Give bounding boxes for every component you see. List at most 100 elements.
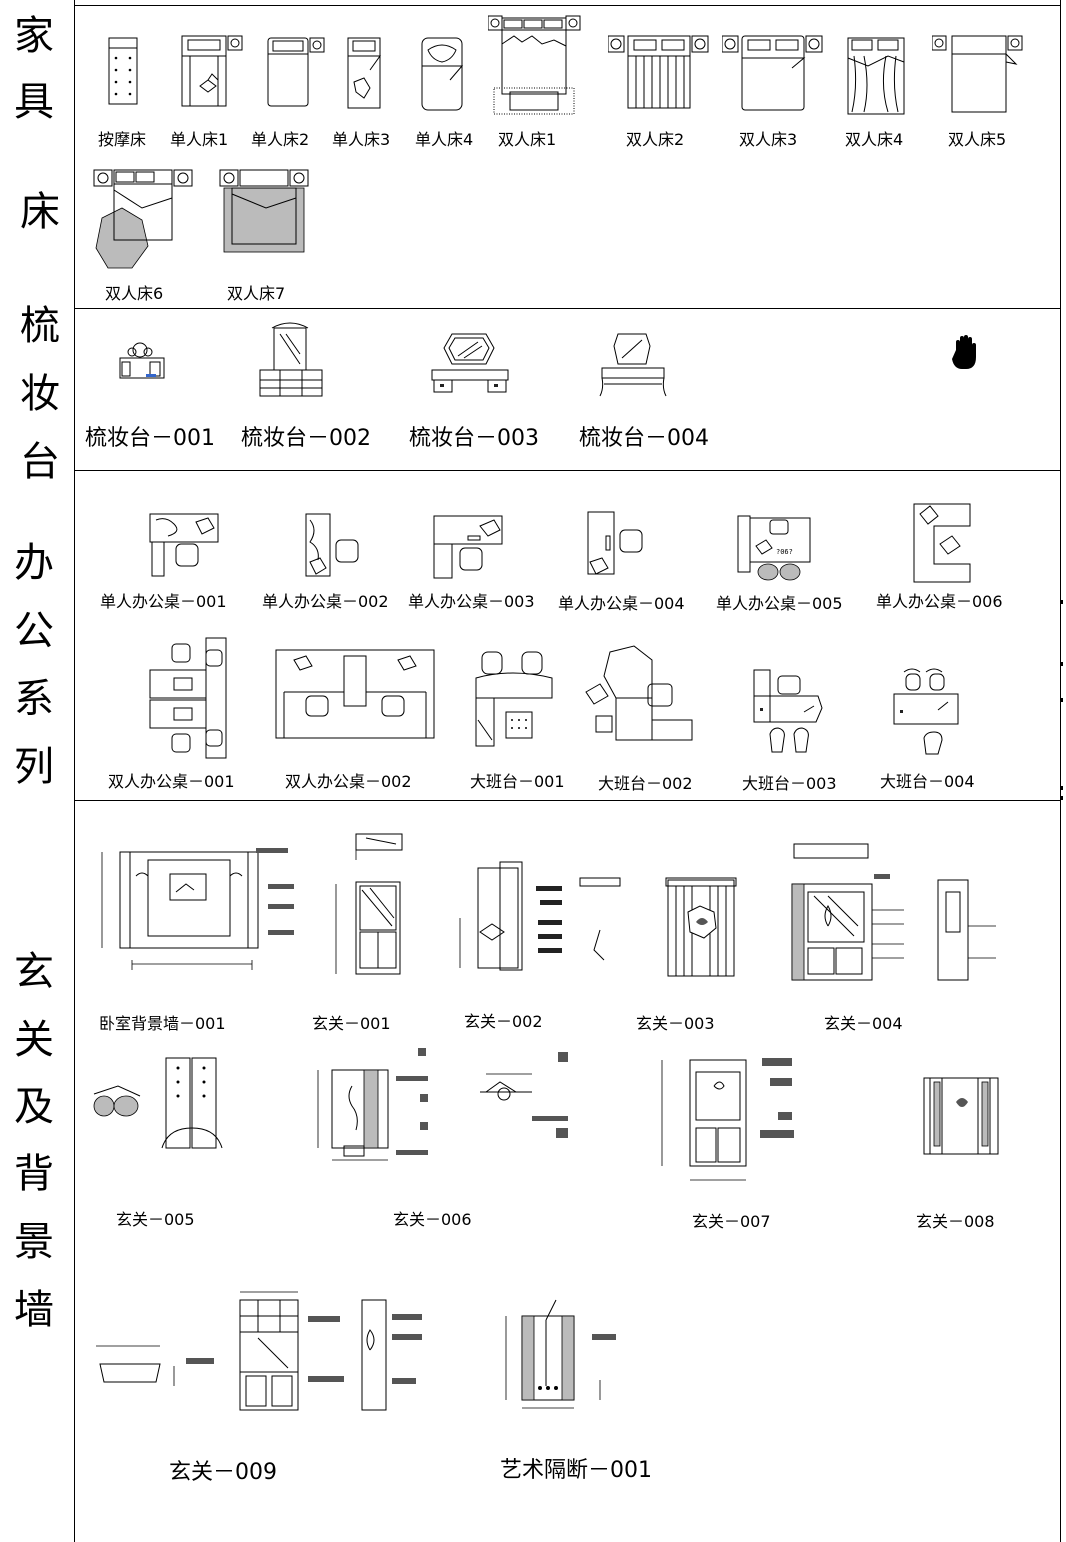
double-bed-7-drawing [219, 169, 309, 253]
dresser-label: 梳妆台－001 [85, 426, 215, 451]
entrance-label: 玄关－006 [393, 1210, 472, 1229]
sidebar-char: 妆 [20, 371, 60, 417]
office-label: 单人办公桌－006 [876, 592, 1003, 611]
dresser-004-drawing [599, 333, 667, 397]
entrance-001-drawing [335, 833, 403, 975]
divider-dressers-office [74, 470, 1061, 471]
dresser-002-drawing [259, 322, 323, 397]
entrance-label: 玄关－007 [692, 1212, 771, 1231]
top-border [74, 5, 1061, 6]
entrance-009-drawing [96, 1291, 422, 1411]
entrance-007-drawing [661, 1058, 794, 1181]
single-desk-005-drawing: ?06? [737, 515, 811, 581]
office-label: 单人办公桌－003 [408, 592, 535, 611]
sidebar-char: 景 [14, 1219, 54, 1265]
bed-label: 单人床4 [415, 130, 474, 149]
single-bed-1-drawing [181, 35, 243, 107]
entrance-label: 玄关－009 [169, 1460, 277, 1485]
double-bed-6-drawing [93, 169, 193, 269]
entrance-002-drawing [459, 861, 621, 971]
double-bed-3-drawing [722, 35, 823, 111]
entrance-005-drawing [93, 1057, 223, 1149]
sidebar-char: 列 [14, 744, 54, 790]
entrance-004-drawing [791, 843, 996, 981]
sidebar-char: 梳 [20, 303, 60, 349]
entrance-007-plan-drawing [480, 1052, 568, 1138]
sidebar-char: 玄 [14, 949, 54, 995]
dresser-003-drawing [431, 333, 509, 393]
entrance-label: 玄关－005 [116, 1210, 195, 1229]
right-border [1060, 0, 1061, 1542]
office-label: 大班台－004 [880, 772, 975, 791]
sidebar-char: 墙 [14, 1287, 54, 1333]
sidebar-char: 系 [14, 676, 54, 722]
sidebar-char: 办 [14, 540, 54, 586]
single-desk-003-drawing [433, 515, 503, 579]
category-sidebar: 家 具 床 梳 妆 台 办 公 系 列 玄 关 及 背 景 墙 [0, 0, 74, 1542]
entrance-label: 卧室背景墙－001 [99, 1014, 226, 1033]
office-label: 大班台－002 [598, 774, 693, 793]
bed-label: 按摩床 [98, 130, 147, 149]
bedroom-wall-001-drawing [101, 848, 294, 970]
sidebar-char: 公 [14, 608, 54, 654]
single-desk-004-drawing [587, 511, 643, 575]
office-label: 大班台－001 [470, 772, 565, 791]
bed-label: 单人床3 [332, 130, 391, 149]
dresser-label: 梳妆台－004 [579, 426, 709, 451]
bed-label: 双人床5 [948, 130, 1007, 149]
double-desk-001-drawing [149, 637, 227, 759]
bed-label: 双人床1 [498, 130, 557, 149]
single-desk-006-drawing [913, 503, 971, 583]
sidebar-char: 台 [20, 439, 60, 485]
office-label: 双人办公桌－001 [108, 772, 235, 791]
sidebar-char: 及 [14, 1084, 54, 1130]
entrance-003-drawing [665, 877, 737, 977]
double-bed-4-drawing [847, 37, 905, 115]
office-label: 单人办公桌－004 [558, 594, 685, 613]
double-desk-002-drawing [275, 649, 435, 739]
double-bed-2-drawing [608, 35, 709, 109]
single-bed-3-drawing [347, 37, 381, 109]
single-bed-4-drawing [421, 37, 464, 111]
bed-label: 双人床6 [105, 284, 164, 303]
bed-label: 单人床2 [251, 130, 310, 149]
executive-desk-004-drawing [893, 668, 959, 755]
art-partition-001-drawing [505, 1299, 616, 1409]
divider-beds-dressers [74, 308, 1061, 309]
entrance-label: 玄关－003 [636, 1014, 715, 1033]
double-bed-5-drawing [932, 35, 1023, 113]
executive-desk-002-drawing [585, 645, 693, 741]
single-desk-002-drawing [305, 513, 359, 577]
entrance-008-drawing [923, 1077, 999, 1155]
sidebar-char: 具 [14, 79, 54, 125]
sidebar-char: 背 [14, 1151, 54, 1197]
office-label: 单人办公桌－001 [100, 592, 227, 611]
bed-label: 双人床2 [626, 130, 685, 149]
hand-cursor-icon [952, 335, 976, 369]
dresser-label: 梳妆台－003 [409, 426, 539, 451]
divider-office-entrance [74, 800, 1061, 801]
double-bed-1-drawing [488, 15, 581, 115]
bed-label: 双人床7 [227, 284, 286, 303]
office-label: 单人办公桌－005 [716, 594, 843, 613]
bed-label: 单人床1 [170, 130, 229, 149]
sidebar-char: 家 [14, 13, 54, 59]
entrance-label: 玄关－004 [824, 1014, 903, 1033]
office-label: 大班台－003 [742, 774, 837, 793]
executive-desk-003-drawing [753, 669, 823, 753]
entrance-label: 玄关－001 [312, 1014, 391, 1033]
entrance-006-drawing [317, 1048, 428, 1161]
dresser-label: 梳妆台－002 [241, 426, 371, 451]
massage-bed-drawing [108, 37, 138, 105]
sidebar-divider [74, 0, 75, 1542]
office-label: 单人办公桌－002 [262, 592, 389, 611]
edge-marks [1060, 600, 1063, 800]
single-desk-001-drawing [149, 513, 219, 577]
bed-label: 双人床3 [739, 130, 798, 149]
bed-label: 双人床4 [845, 130, 904, 149]
executive-desk-001-drawing [475, 651, 553, 747]
single-bed-2-drawing [267, 37, 325, 107]
office-label: 双人办公桌－002 [285, 772, 412, 791]
svg-text:?06?: ?06? [776, 548, 793, 556]
